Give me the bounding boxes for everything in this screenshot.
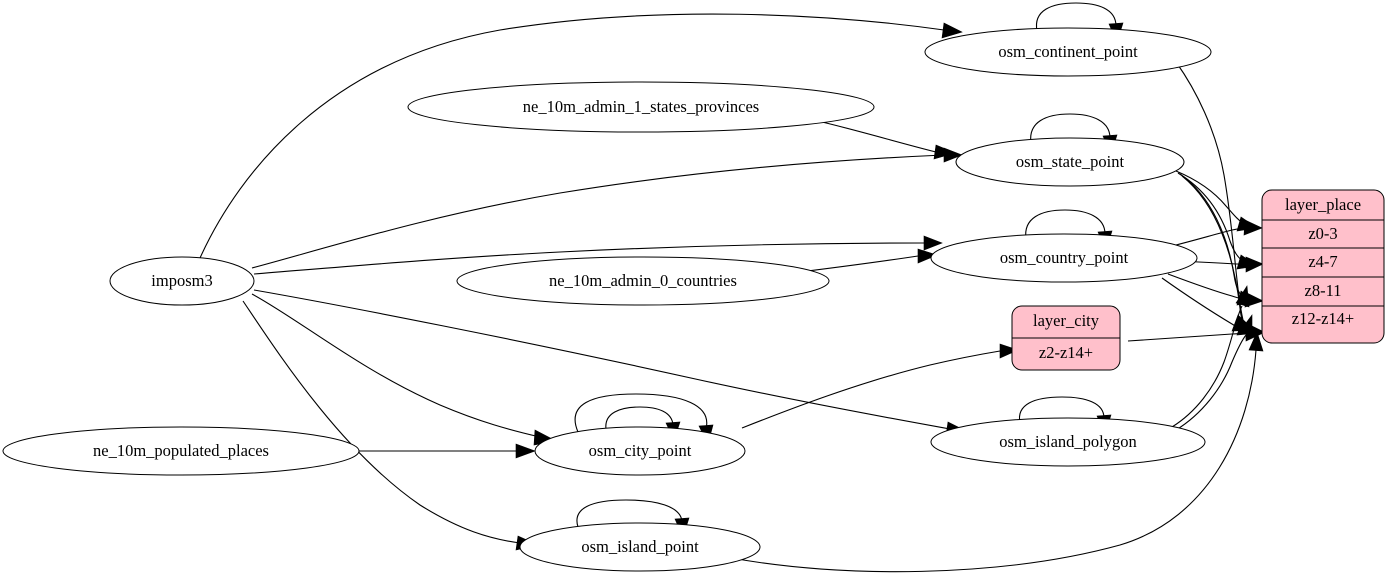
node-osm_continent_point[interactable]: osm_continent_point xyxy=(924,27,1212,77)
edge-osm_state_point-to-layer_place-z8_11 xyxy=(1179,173,1258,306)
node-layer_place[interactable]: layer_place z0-3 z4-7 z8-11 z12-z14+ xyxy=(1261,189,1385,344)
node-osm_island_polygon[interactable]: osm_island_polygon xyxy=(930,417,1206,467)
node-ne_10m_populated_places[interactable]: ne_10m_populated_places xyxy=(2,426,360,476)
edge-osm_island_point-to-layer_place-z12 xyxy=(731,331,1264,573)
edge-ne_populated_places-to-osm_city_point xyxy=(358,443,536,459)
edge-ne_states_provinces-to-osm_state_point xyxy=(821,121,956,160)
edge-osm_island_polygon-to-layer_place-z12 xyxy=(1175,314,1253,431)
node-ne_10m_admin_0_countries[interactable]: ne_10m_admin_0_countries xyxy=(456,256,830,306)
edge-imposm3-to-osm_continent_point xyxy=(199,13,963,259)
edge-ne_admin_0_countries-to-osm_country_point xyxy=(799,248,938,273)
node-osm_city_point[interactable]: osm_city_point xyxy=(534,426,746,476)
node-layer_city[interactable]: layer_city z2-z14+ xyxy=(1011,305,1121,371)
edge-osm_island_polygon-to-layer_place-z8_11 xyxy=(1171,285,1250,428)
node-imposm3[interactable]: imposm3 xyxy=(109,256,255,306)
edge-imposm3-to-osm_country_point xyxy=(253,235,943,275)
edge-imposm3-to-osm_island_point xyxy=(242,300,539,551)
node-osm_island_point[interactable]: osm_island_point xyxy=(519,522,761,572)
edge-osm_city_point-to-layer_city-z2 xyxy=(741,343,1019,429)
node-osm_country_point[interactable]: osm_country_point xyxy=(930,233,1198,283)
node-ne_10m_admin_1_states_provinces[interactable]: ne_10m_admin_1_states_provinces xyxy=(407,81,875,133)
node-layer: imposm3 ne_10m_admin_1_states_provinces … xyxy=(2,27,1385,572)
node-osm_state_point[interactable]: osm_state_point xyxy=(955,137,1185,187)
edge-imposm3-to-osm_city_point xyxy=(251,293,557,446)
edge-osm_country_point-to-layer_place-z0_3 xyxy=(1171,219,1263,247)
